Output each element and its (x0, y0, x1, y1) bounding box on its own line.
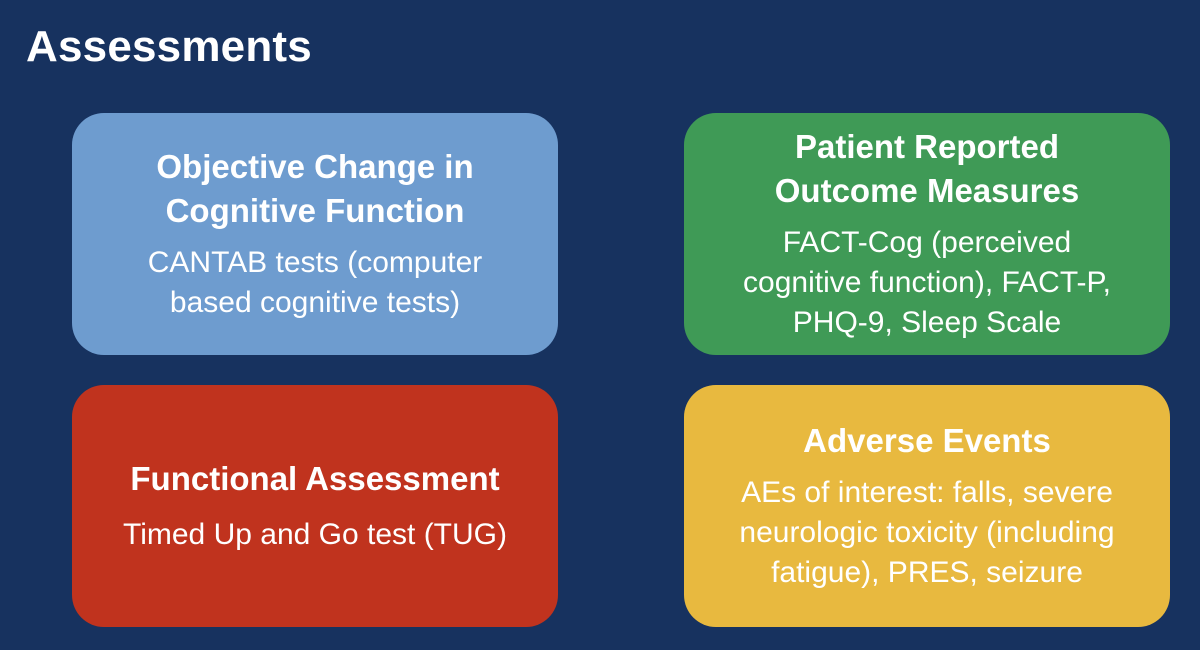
adverse-events-title: Adverse Events (803, 422, 1051, 459)
patient-reported-outcomes-title: Patient Reported Outcome Measures (774, 128, 1080, 209)
objective-cognitive-body: CANTAB tests (computer based cognitive t… (147, 246, 483, 319)
functional-assessment-body: Timed Up and Go test (TUG) (123, 518, 507, 551)
slide-title: Assessments (26, 22, 312, 71)
patient-reported-outcomes-body: FACT-Cog (perceived cognitive function),… (743, 226, 1111, 339)
adverse-events-body: AEs of interest: falls, severe neurologi… (739, 476, 1115, 589)
functional-assessment-title: Functional Assessment (130, 460, 500, 497)
objective-cognitive-card: Objective Change in Cognitive Function C… (72, 113, 558, 355)
objective-cognitive-title: Objective Change in Cognitive Function (156, 148, 474, 229)
functional-assessment-card: Functional Assessment Timed Up and Go te… (72, 385, 558, 627)
patient-reported-outcomes-card: Patient Reported Outcome Measures FACT-C… (684, 113, 1170, 355)
adverse-events-card: Adverse Events AEs of interest: falls, s… (684, 385, 1170, 627)
